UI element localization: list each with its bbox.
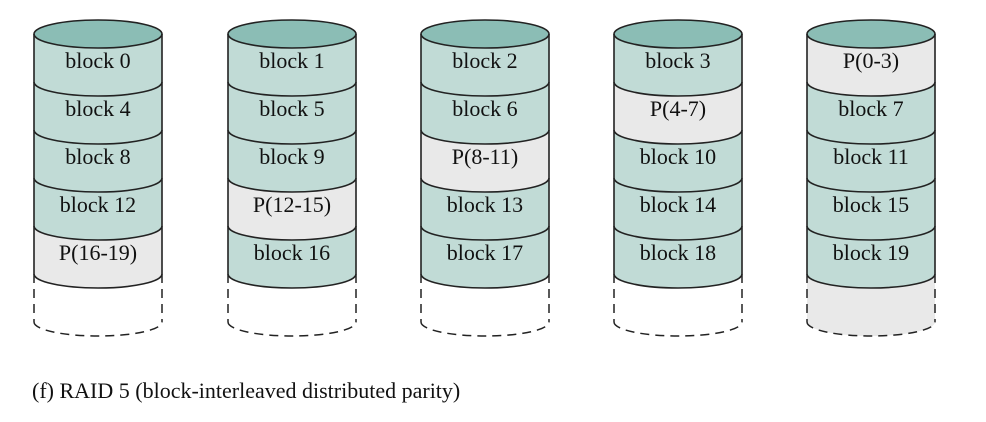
data-block	[421, 178, 549, 240]
block-separator	[33, 177, 163, 193]
data-block	[421, 226, 549, 288]
block-label: block 10	[640, 144, 716, 169]
disk-3: block 2 block 6 P(8-11) block 13 block 17	[420, 19, 550, 337]
parity-label: P(8-11)	[452, 144, 518, 169]
data-block	[614, 226, 742, 288]
block-separator	[33, 225, 163, 241]
data-block	[614, 178, 742, 240]
data-block	[34, 82, 162, 144]
block-label: block 3	[645, 48, 710, 73]
block-separator	[33, 129, 163, 145]
disk-top-cap	[614, 20, 742, 48]
block-label: block 9	[259, 144, 324, 169]
block-separator	[227, 273, 357, 289]
block-separator	[613, 225, 743, 241]
block-separator	[806, 177, 936, 193]
block-separator	[227, 129, 357, 145]
data-block	[228, 130, 356, 192]
parity-block	[228, 178, 356, 240]
block-separator	[806, 81, 936, 97]
block-label: block 14	[640, 192, 716, 217]
block-label: block 7	[838, 96, 903, 121]
block-label: block 5	[259, 96, 324, 121]
block-separator	[613, 81, 743, 97]
disk-top-cap	[34, 20, 162, 48]
block-separator	[613, 129, 743, 145]
disk-5: P(0-3) block 7 block 11 block 15 block 19	[806, 19, 936, 337]
block-separator	[420, 273, 550, 289]
disk-top-cap	[228, 20, 356, 48]
parity-block	[34, 226, 162, 288]
data-block	[614, 34, 742, 96]
parity-label: P(0-3)	[843, 48, 899, 73]
block-label: block 11	[833, 144, 909, 169]
block-label: block 18	[640, 240, 716, 265]
disk-1: block 0 block 4 block 8 block 12 P(16-19)	[33, 19, 163, 337]
parity-block	[807, 34, 935, 96]
block-separator	[806, 129, 936, 145]
block-separator	[613, 177, 743, 193]
data-block	[34, 178, 162, 240]
data-block	[34, 130, 162, 192]
data-block	[228, 226, 356, 288]
data-block	[807, 226, 935, 288]
parity-block	[614, 82, 742, 144]
block-separator	[420, 129, 550, 145]
disk-4: block 3 P(4-7) block 10 block 14 block 18	[613, 19, 743, 337]
block-label: block 2	[452, 48, 517, 73]
disk-top-cap	[807, 20, 935, 48]
block-label: block 12	[60, 192, 136, 217]
block-label: block 15	[833, 192, 909, 217]
figure-caption: (f) RAID 5 (block-interleaved distribute…	[32, 378, 461, 403]
block-label: block 8	[65, 144, 130, 169]
block-label: block 16	[254, 240, 330, 265]
block-separator	[33, 81, 163, 97]
spare-bottom-dashed	[806, 321, 936, 337]
block-separator	[227, 81, 357, 97]
block-label: block 0	[65, 48, 130, 73]
data-block	[807, 82, 935, 144]
data-block	[614, 130, 742, 192]
block-label: block 6	[452, 96, 517, 121]
data-block	[228, 34, 356, 96]
data-block	[421, 34, 549, 96]
spare-bottom-dashed	[613, 321, 743, 337]
spare-bottom-dashed	[420, 321, 550, 337]
spare-bottom-dashed	[33, 321, 163, 337]
data-block	[421, 82, 549, 144]
block-separator	[227, 225, 357, 241]
parity-block	[421, 130, 549, 192]
block-separator	[806, 273, 936, 289]
block-label: block 1	[259, 48, 324, 73]
block-label: block 4	[65, 96, 130, 121]
parity-label: P(12-15)	[253, 192, 331, 217]
disk-top-cap	[421, 20, 549, 48]
data-block	[807, 130, 935, 192]
parity-label: P(16-19)	[59, 240, 137, 265]
block-separator	[613, 273, 743, 289]
spare-bottom-dashed	[227, 321, 357, 337]
data-block	[34, 34, 162, 96]
block-label: block 13	[447, 192, 523, 217]
block-label: block 17	[447, 240, 523, 265]
block-separator	[33, 273, 163, 289]
data-block	[228, 82, 356, 144]
block-separator	[227, 177, 357, 193]
block-separator	[420, 225, 550, 241]
block-separator	[420, 177, 550, 193]
block-separator	[420, 81, 550, 97]
parity-label: P(4-7)	[650, 96, 706, 121]
block-label: block 19	[833, 240, 909, 265]
spare-area-shade	[807, 274, 935, 336]
block-separator	[806, 225, 936, 241]
data-block	[807, 178, 935, 240]
disk-2: block 1 block 5 block 9 P(12-15) block 16	[227, 19, 357, 337]
